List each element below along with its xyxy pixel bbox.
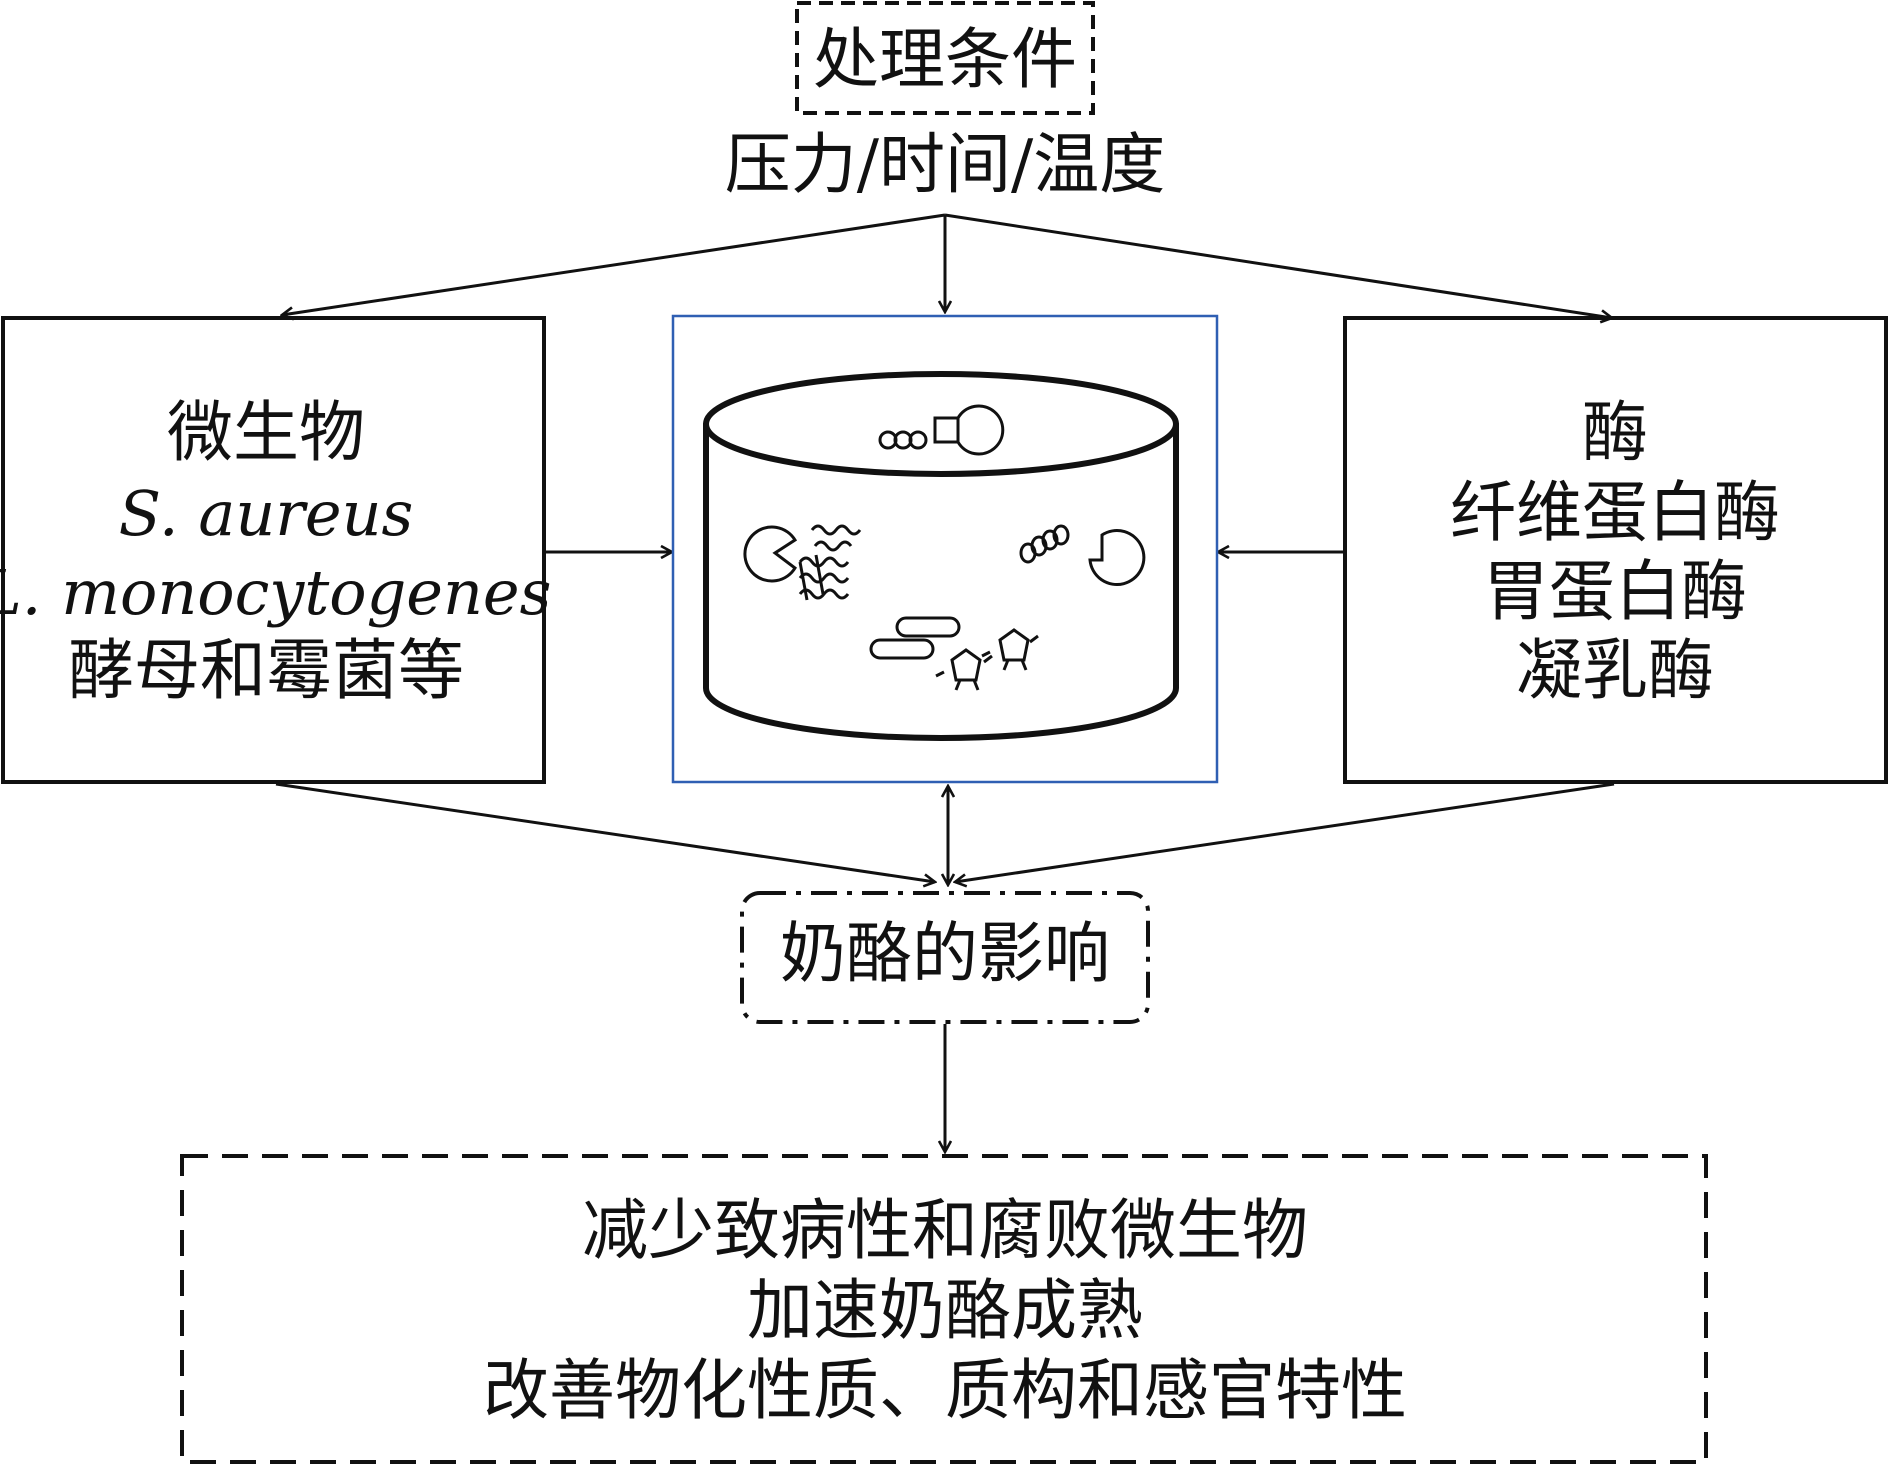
- microbes-box: 微生物 S. aureus L. monocytogenes 酵母和霉菌等: [0, 316, 551, 784]
- effect-title: 奶酪的影响: [780, 915, 1110, 992]
- arrow-enzymes-to-effect: [955, 782, 1615, 882]
- conditions-box: 处理条件: [795, 1, 1095, 115]
- arrow-microbes-to-effect: [275, 782, 935, 882]
- enzyme-chain-top-icon: [878, 404, 1005, 456]
- microbes-title: 微生物: [167, 394, 365, 471]
- microbes-cluster-icon: [869, 616, 1039, 691]
- arrow-to-enzymes: [944, 213, 1612, 318]
- enzymes-box: 酶 纤维蛋白酶 胃蛋白酶 凝乳酶: [1343, 316, 1888, 784]
- conditions-subtitle: 压力/时间/温度: [725, 126, 1165, 203]
- enzyme-pepsin: 胃蛋白酶: [1483, 553, 1747, 630]
- enzyme-chain-right-icon: [1019, 524, 1146, 586]
- microbe-yeasts-molds: 酵母和霉菌等: [68, 632, 464, 709]
- cheese-cylinder: [703, 371, 1179, 741]
- effect-box: 奶酪的影响: [740, 891, 1150, 1024]
- enzyme-chymosin: 凝乳酶: [1516, 632, 1714, 709]
- outcome-accelerate-ripening: 加速奶酪成熟: [747, 1272, 1143, 1349]
- protein-ladder-icon: [743, 524, 862, 601]
- conditions-title: 处理条件: [813, 21, 1077, 98]
- enzymes-title: 酶: [1582, 394, 1648, 471]
- cheese-illustration: [671, 314, 1219, 784]
- outcomes-box: 减少致病性和腐败微生物 加速奶酪成熟 改善物化性质、质构和感官特性: [180, 1154, 1708, 1464]
- arrow-to-microbes: [282, 213, 946, 315]
- condition-arrows: [282, 213, 1612, 318]
- microbe-s-aureus: S. aureus: [119, 477, 414, 550]
- outcome-improve-properties: 改善物化性质、质构和感官特性: [483, 1352, 1407, 1429]
- enzyme-plasmin: 纤维蛋白酶: [1450, 474, 1780, 551]
- microbe-l-monocytogenes: L. monocytogenes: [0, 556, 551, 629]
- outcome-reduce-microbes: 减少致病性和腐败微生物: [582, 1192, 1308, 1269]
